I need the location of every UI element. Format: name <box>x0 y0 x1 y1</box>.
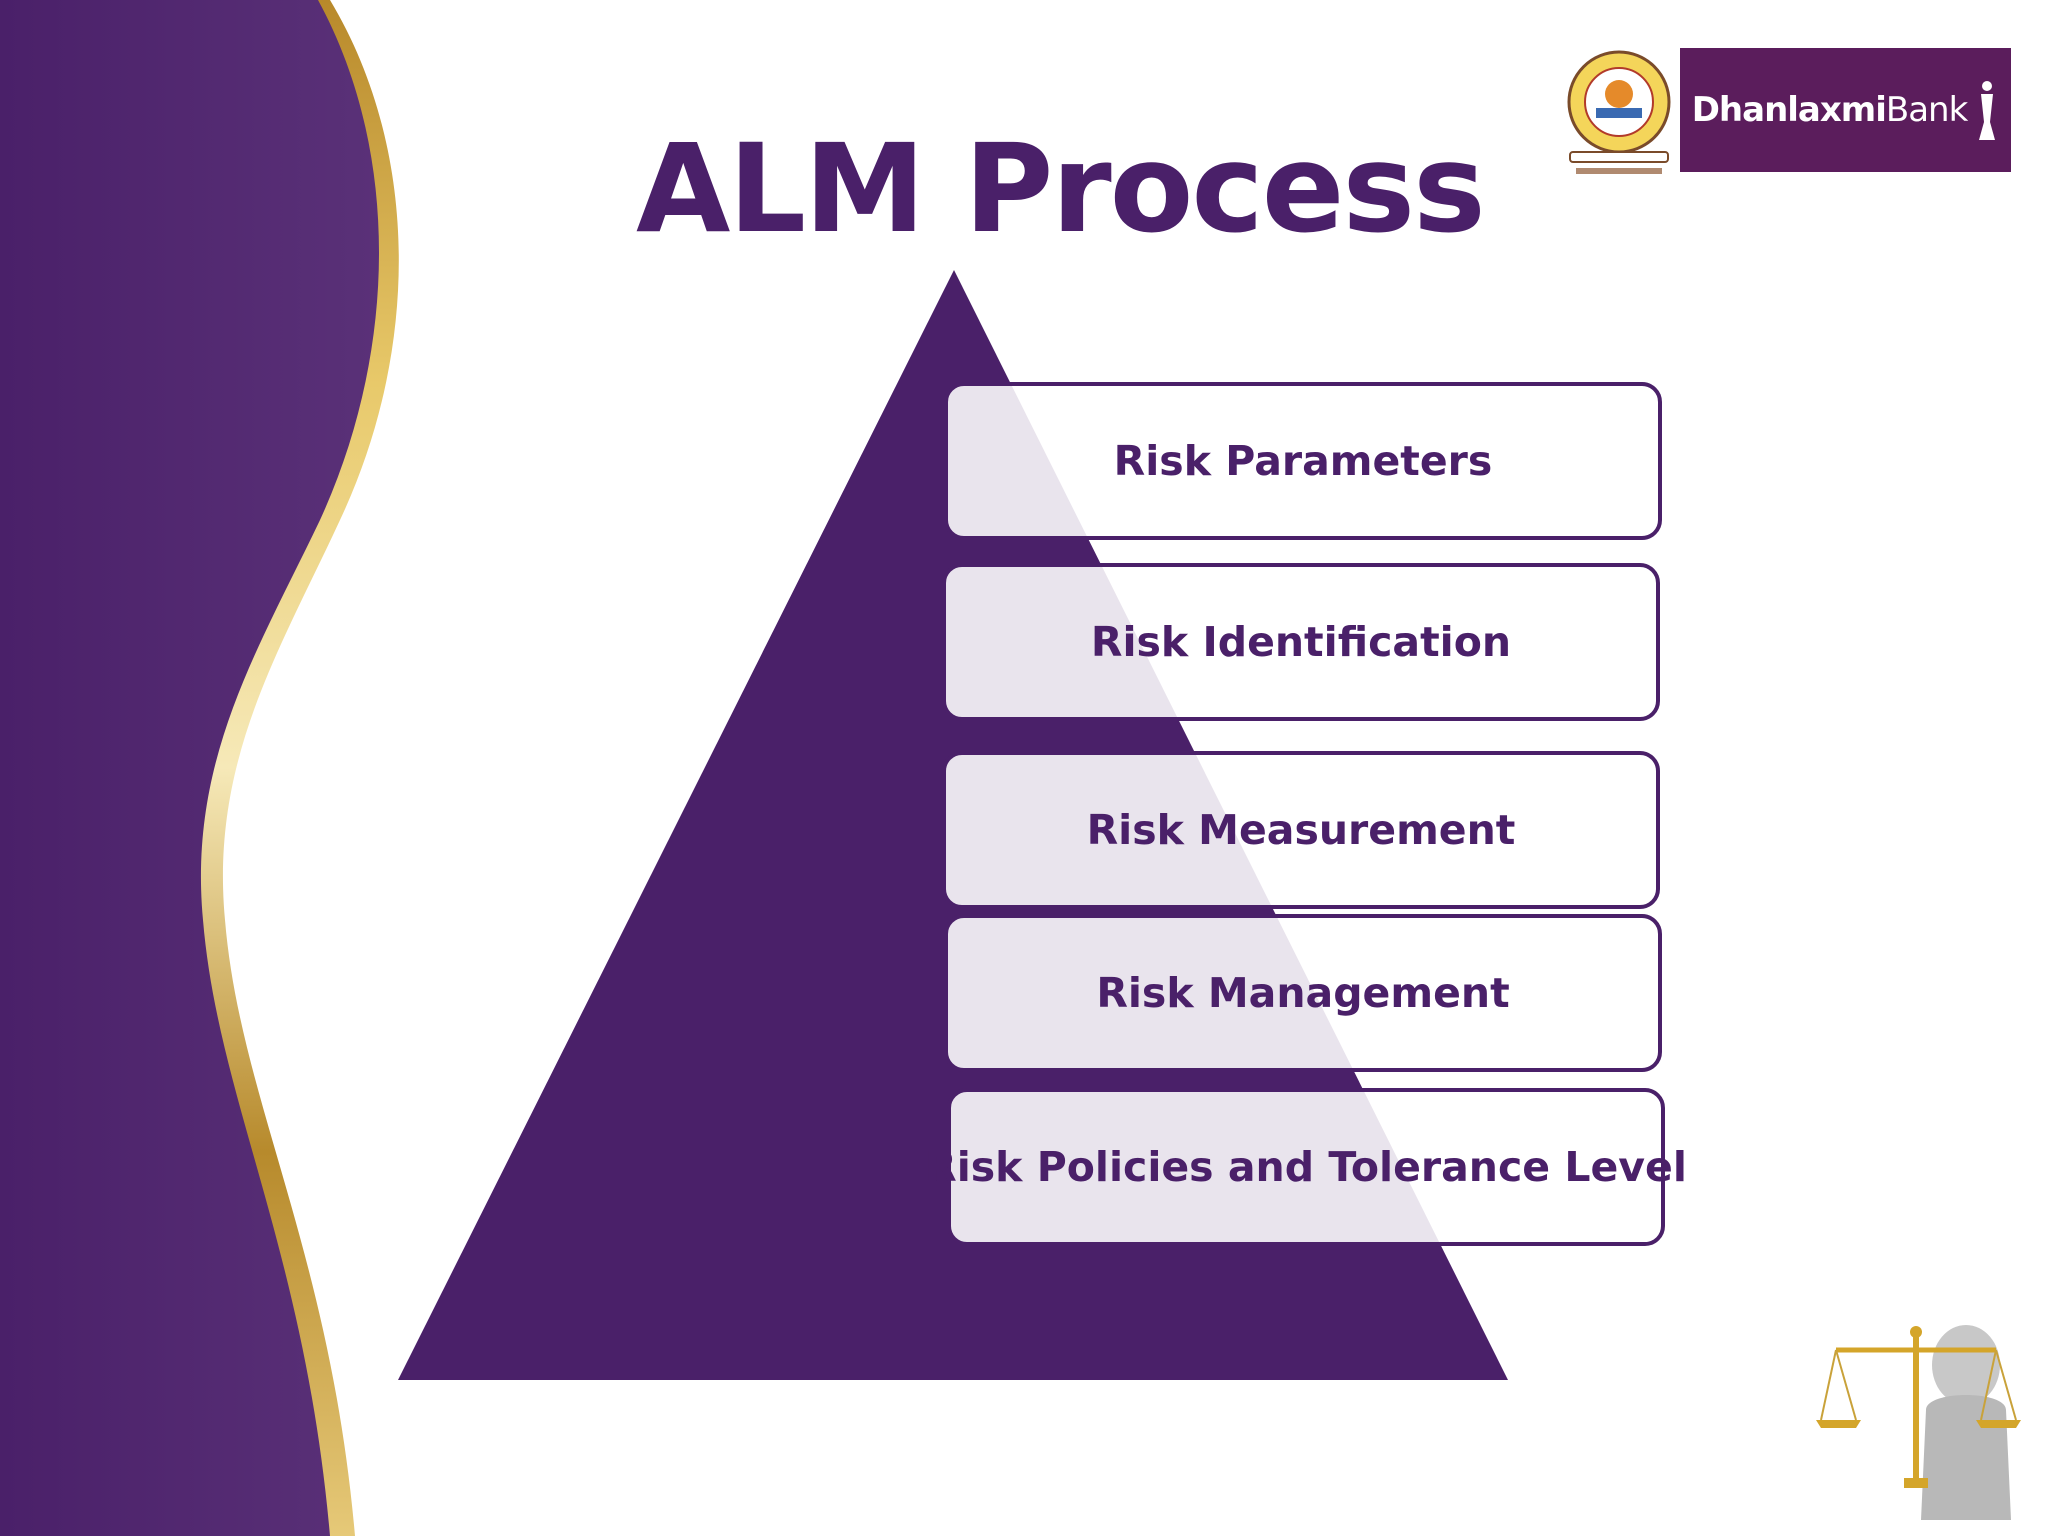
step-risk-identification: Risk Identification <box>942 563 1660 721</box>
step-risk-parameters: Risk Parameters <box>944 382 1662 540</box>
bank-logo: DhanlaxmiBank <box>1680 48 2011 172</box>
step-risk-policies: Risk Policies and Tolerance Level <box>925 1088 1687 1246</box>
institution-seal-icon <box>1567 50 1671 174</box>
page-title: ALM Process <box>636 118 1486 260</box>
purple-band <box>0 0 379 1536</box>
bank-logo-wordmark: DhanlaxmiBank <box>1691 90 1969 130</box>
step-risk-measurement: Risk Measurement <box>942 751 1660 909</box>
lakshmi-figure-icon <box>1979 81 1996 140</box>
balance-scale-figure-icon <box>1816 1325 2021 1520</box>
step-risk-management: Risk Management <box>944 914 1662 1072</box>
